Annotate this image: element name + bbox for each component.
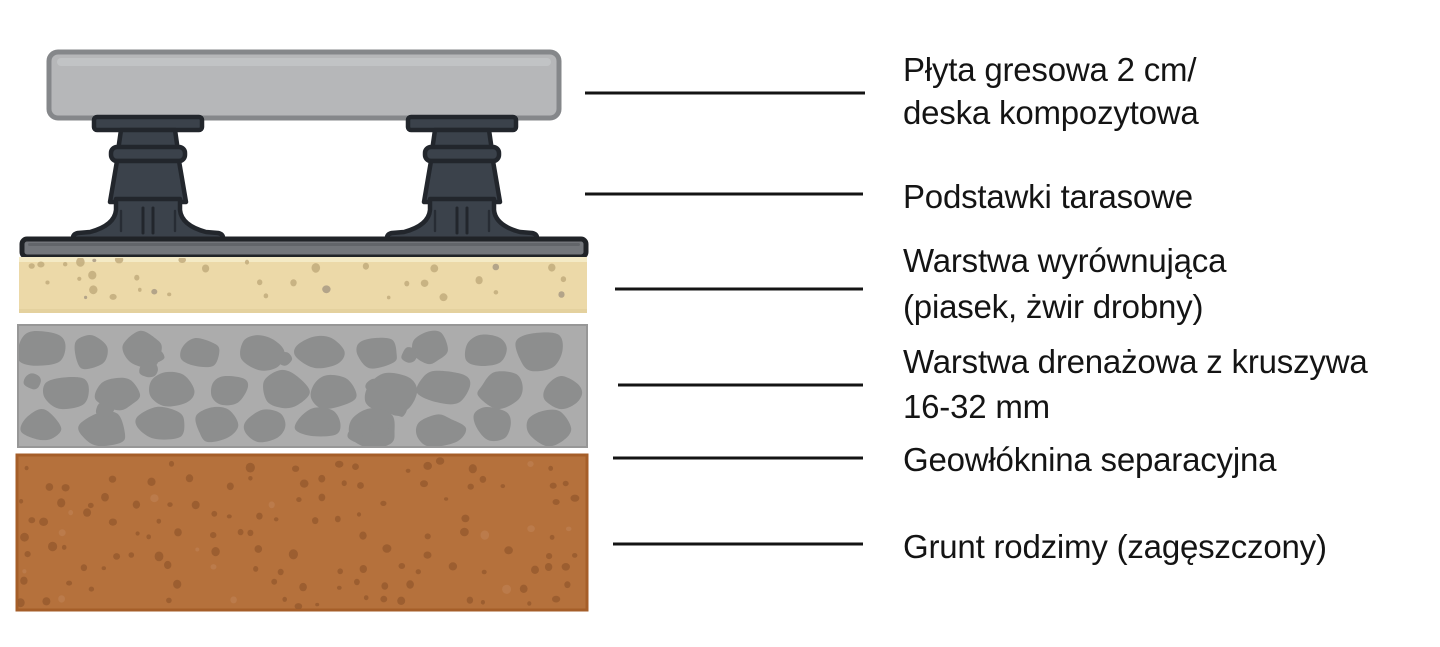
pedestal-base-plate xyxy=(19,236,589,260)
label-drainage-line-1: Warstwa drenażowa z kruszywa xyxy=(903,343,1368,380)
leader-lines xyxy=(585,91,865,546)
drainage-layer xyxy=(17,324,588,448)
label-leveling-line-2: (piasek, żwir drobny) xyxy=(903,288,1204,325)
label-subgrade: Grunt rodzimy (zagęszczony) xyxy=(903,524,1327,570)
terrace-pedestal-left xyxy=(73,117,223,240)
terrace-pedestal-right xyxy=(387,117,537,240)
label-leveling: Warstwa wyrównująca (piasek, żwir drobny… xyxy=(903,238,1226,330)
label-drainage: Warstwa drenażowa z kruszywa 16-32 mm xyxy=(903,339,1368,429)
sand-speckles xyxy=(28,258,567,302)
label-slab-line-1: Płyta gresowa 2 cm/ xyxy=(903,51,1197,88)
label-subgrade-line-1: Grunt rodzimy (zagęszczony) xyxy=(903,528,1327,565)
gravel-stones xyxy=(19,330,583,446)
label-geotextile-line-1: Geowłóknina separacyjna xyxy=(903,441,1277,478)
porcelain-slab xyxy=(46,49,562,121)
label-slab-line-2: deska kompozytowa xyxy=(903,94,1199,131)
label-drainage-line-2: 16-32 mm xyxy=(903,388,1050,425)
label-pedestals: Podstawki tarasowe xyxy=(903,174,1193,220)
label-leveling-line-1: Warstwa wyrównująca xyxy=(903,242,1227,279)
subgrade-layer xyxy=(15,453,589,612)
label-pedestals-line-1: Podstawki tarasowe xyxy=(903,178,1193,215)
label-slab: Płyta gresowa 2 cm/ deska kompozytowa xyxy=(903,48,1199,134)
label-geotextile: Geowłóknina separacyjna xyxy=(903,437,1276,483)
soil-speckles xyxy=(18,457,580,609)
leveling-layer xyxy=(19,257,587,313)
